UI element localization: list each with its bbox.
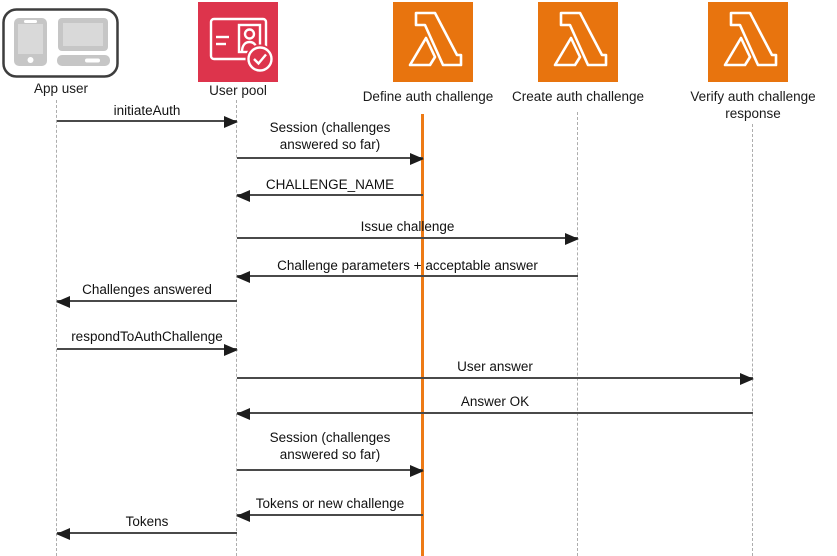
- actor-verify-auth-challenge: [708, 2, 788, 82]
- message-arrow-answer-ok: [236, 408, 753, 420]
- lambda-icon: [393, 2, 473, 82]
- devices-icon: [2, 8, 119, 78]
- message-arrow-tokens: [56, 528, 237, 540]
- message-label-answer-ok: Answer OK: [460, 394, 530, 409]
- message-arrow-tokens-or-new-challenge: [236, 510, 423, 522]
- message-label-challenge-parameters: Challenge parameters + acceptable answer: [277, 258, 538, 273]
- message-label-tokens: Tokens: [125, 514, 169, 529]
- lambda-icon: [538, 2, 618, 82]
- message-arrow-respondtoauthchallenge: [57, 344, 238, 356]
- lifeline-create-auth-challenge: [577, 112, 578, 556]
- lifeline-define-auth-challenge: [421, 114, 424, 556]
- message-label-initiateauth: initiateAuth: [113, 103, 181, 118]
- lifeline-verify-auth-challenge: [752, 124, 753, 556]
- actor-label-app-user: App user: [33, 81, 89, 96]
- message-arrow-session-1: [237, 153, 424, 165]
- message-label-issue-challenge: Issue challenge: [360, 219, 455, 234]
- actor-label-create-auth-challenge: Create auth challenge: [511, 89, 645, 104]
- actor-label-user-pool: User pool: [209, 83, 267, 98]
- actor-label-verify-auth-challenge: Verify auth challenge response: [690, 89, 816, 121]
- message-label-respondtoauthchallenge: respondToAuthChallenge: [71, 329, 223, 344]
- message-label-session-2: Session (challenges answered so far): [269, 430, 391, 462]
- message-arrow-challenges-answered: [56, 296, 237, 308]
- lifeline-app-user: [56, 100, 57, 556]
- actor-app-user: [2, 8, 119, 78]
- message-arrow-challenge-parameters: [236, 271, 578, 283]
- message-arrow-issue-challenge: [237, 233, 579, 245]
- actor-create-auth-challenge: [538, 2, 618, 82]
- actor-define-auth-challenge: [393, 2, 473, 82]
- actor-user-pool: [198, 2, 278, 82]
- message-label-user-answer: User answer: [457, 359, 533, 374]
- message-label-challenge-name: CHALLENGE_NAME: [265, 177, 395, 192]
- message-label-session-1: Session (challenges answered so far): [269, 120, 391, 152]
- message-arrow-initiateauth: [57, 116, 238, 128]
- actor-label-define-auth-challenge: Define auth challenge: [362, 89, 494, 104]
- message-arrow-session-2: [237, 465, 424, 477]
- message-arrow-user-answer: [237, 373, 754, 385]
- lifeline-user-pool: [236, 100, 237, 556]
- user-pool-icon: [198, 2, 278, 82]
- lambda-icon: [708, 2, 788, 82]
- message-arrow-challenge-name: [236, 190, 423, 202]
- message-label-challenges-answered: Challenges answered: [82, 282, 212, 297]
- message-label-tokens-or-new-challenge: Tokens or new challenge: [255, 496, 405, 511]
